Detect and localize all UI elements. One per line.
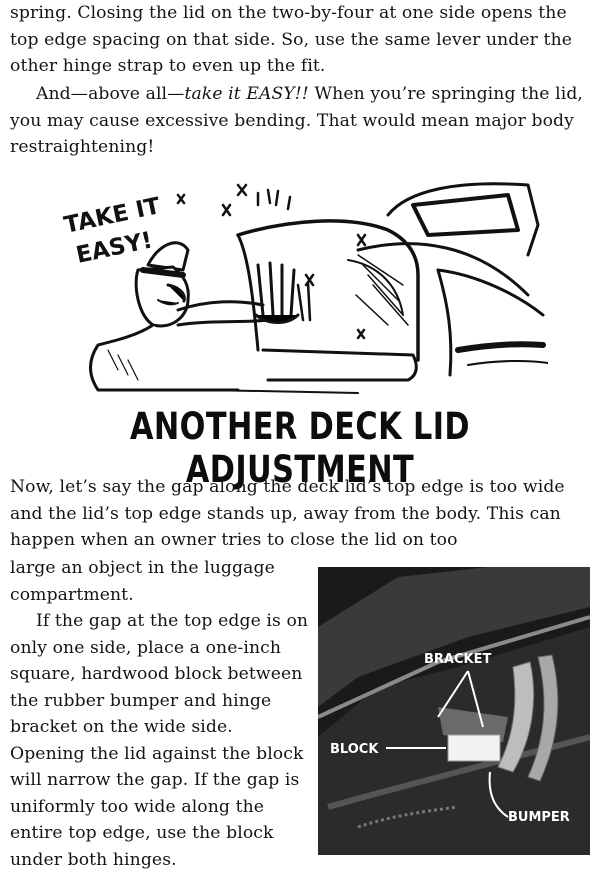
- cartoon-caption: TAKE IT EASY!: [62, 193, 163, 269]
- paragraph-take-it-easy-rest: When you’re springing the lid, you may c…: [10, 84, 583, 157]
- paragraph-block-instructions: If the gap at the top edge is on only on…: [10, 611, 309, 870]
- label-bumper: BUMPER: [508, 810, 570, 825]
- label-bracket: BRACKET: [424, 652, 491, 667]
- paragraph-take-it-easy: And—above all—take it EASY!! When you’re…: [10, 81, 588, 161]
- arrow-bumper: [488, 771, 509, 818]
- arrow-bracket: [437, 670, 484, 728]
- mechanic-figure: [89, 241, 312, 392]
- hinge-photo: BRACKET BLOCK BUMPER: [318, 567, 590, 855]
- label-block: BLOCK: [330, 742, 379, 757]
- cartoon-illustration: TAKE IT EASY!: [62, 182, 548, 394]
- photo-hinge-strap: [497, 661, 535, 773]
- strain-marks: [176, 183, 367, 340]
- take-it-easy-emphasis: take it EASY!!: [184, 84, 309, 104]
- paragraph-take-it-easy-lead: And—above all—: [36, 84, 185, 104]
- car-body-drawing: [97, 182, 548, 394]
- section-heading: ANOTHER DECK LID ADJUSTMENT: [129, 405, 471, 491]
- paragraph-spring-intro: spring. Closing the lid on the two-by-fo…: [10, 3, 573, 76]
- paragraph-luggage: large an object in the luggage compartme…: [10, 558, 275, 605]
- photo-wood-block: [447, 734, 501, 762]
- paragraph-gap-intro: Now, let’s say the gap along the deck li…: [10, 477, 565, 550]
